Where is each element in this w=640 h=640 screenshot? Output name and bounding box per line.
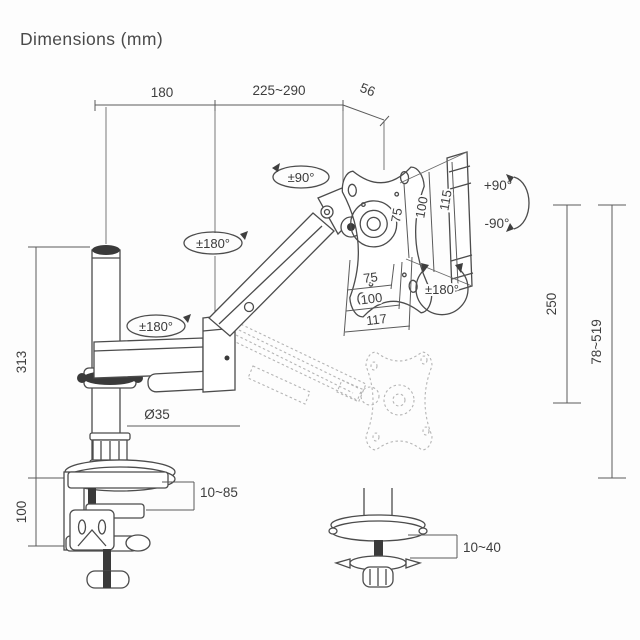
rotation-arm-swivel-label: ±180° xyxy=(196,236,230,251)
rotation-pole-swivel-label: ±180° xyxy=(139,319,173,334)
rotation-vesa-rotate-label: ±180° xyxy=(425,282,459,297)
base-height-dimension: 100 xyxy=(14,478,66,547)
rotation-pole-swivel: ±180° xyxy=(126,314,191,338)
dim-clamp-range: 10~85 xyxy=(200,485,238,500)
tilt-up-label: +90° xyxy=(484,178,512,193)
dim-height-range: 78~519 xyxy=(589,319,604,364)
dim-pole-height: 313 xyxy=(14,351,29,374)
vesa-plate xyxy=(341,166,433,318)
ghost-vesa-plate xyxy=(365,351,433,451)
grommet-range-dimension: 10~40 xyxy=(408,534,501,559)
vesa-dim-75v: 75 xyxy=(388,207,405,224)
rotation-head-swivel: ±90° xyxy=(272,163,330,189)
dim-grommet-range: 10~40 xyxy=(463,540,501,555)
clamp-range-dimension: 10~85 xyxy=(146,481,238,511)
dim-arm-extension: 225~290 xyxy=(253,83,306,98)
tilt-down-label: -90° xyxy=(485,216,510,231)
rotation-head-swivel-label: ±90° xyxy=(288,170,315,185)
top-dimension-chain: 180 225~290 56 xyxy=(94,80,390,127)
grommet-mount xyxy=(328,488,428,588)
vesa-dim-100h: 100 xyxy=(360,290,383,308)
ghost-arm-lowered-position xyxy=(224,319,433,451)
rotation-vesa-rotate: ±180° xyxy=(415,263,469,316)
vesa-dim-117h: 117 xyxy=(365,311,387,328)
dim-head-depth: 56 xyxy=(358,80,377,99)
vesa-dim-75h: 75 xyxy=(362,269,378,286)
desk-clamp xyxy=(63,471,169,589)
lift-travel-dimension: 250 xyxy=(544,204,581,404)
vesa-horizontal-dimensions: 75 100 117 xyxy=(343,256,413,337)
dim-lift-travel: 250 xyxy=(544,293,559,316)
gas-spring-arm xyxy=(208,187,363,337)
lower-arm-link xyxy=(93,313,236,393)
page-title: Dimensions (mm) xyxy=(20,29,163,49)
dim-pole-diameter: Ø35 xyxy=(144,407,170,422)
vesa-dim-115v: 115 xyxy=(436,189,454,212)
vesa-dim-100v: 100 xyxy=(412,195,431,219)
dim-base-height: 100 xyxy=(14,501,29,524)
rotation-tilt: +90° -90° xyxy=(484,174,530,232)
dim-arm-reach: 180 xyxy=(151,85,174,100)
height-range-dimension: 78~519 xyxy=(589,204,626,479)
rotation-arm-swivel: ±180° xyxy=(183,231,248,255)
vesa-vertical-dimensions: 75 100 115 xyxy=(386,151,474,293)
pole-diameter-callout: Ø35 xyxy=(127,405,240,427)
